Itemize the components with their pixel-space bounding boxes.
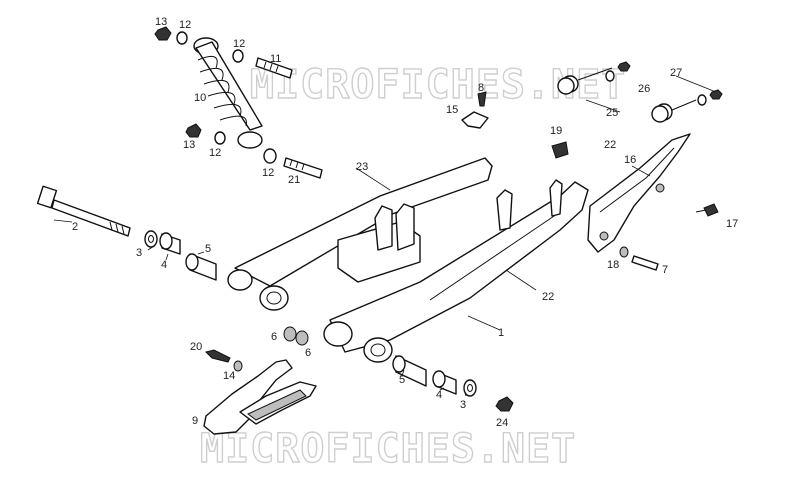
- callout-12a: 12: [179, 19, 191, 31]
- callout-14: 14: [223, 370, 235, 382]
- clip-15: [461, 111, 489, 129]
- callout-4-right: 4: [436, 389, 442, 401]
- watermark-bottom: MICROFICHES.NET: [200, 426, 576, 472]
- callout-15: 15: [446, 104, 458, 116]
- callout-4-left: 4: [161, 259, 167, 271]
- washer-12a: [176, 31, 188, 45]
- callout-16: 16: [624, 154, 636, 166]
- shock-absorber: [193, 37, 263, 149]
- callout-24: 24: [496, 417, 508, 429]
- callout-23: 23: [356, 161, 368, 173]
- chain-guard-16: [587, 133, 691, 253]
- screw-20: [205, 349, 231, 363]
- bolt-11: [255, 57, 293, 79]
- callout-8: 8: [478, 82, 484, 94]
- callout-6a: 6: [271, 331, 277, 343]
- callout-26: 26: [638, 83, 650, 95]
- callout-3-left: 3: [136, 247, 142, 259]
- callout-12d: 12: [262, 167, 274, 179]
- callout-7: 7: [662, 264, 668, 276]
- spacer-25a: [557, 75, 579, 95]
- washer-left: [144, 230, 158, 248]
- washer-12b: [232, 49, 244, 63]
- callout-11: 11: [270, 53, 281, 65]
- callout-13b: 13: [183, 139, 195, 151]
- callout-22b: 22: [542, 291, 554, 303]
- screw-7: [631, 255, 659, 271]
- callout-6b: 6: [305, 347, 311, 359]
- callout-21: 21: [288, 174, 300, 186]
- callout-18: 18: [607, 259, 619, 271]
- bolt-21: [283, 157, 323, 179]
- shock-nut-13b: [185, 123, 202, 138]
- callout-19: 19: [550, 125, 562, 137]
- washer-6b: [295, 330, 309, 346]
- nut-27a: [617, 61, 631, 72]
- callout-12c: 12: [209, 147, 221, 159]
- pivot-bolt: [36, 185, 131, 237]
- callout-20: 20: [190, 341, 202, 353]
- spacer-25b: [651, 103, 673, 123]
- nut-27b: [709, 89, 723, 100]
- callout-12b: 12: [233, 38, 245, 50]
- shock-nut-13a: [154, 26, 172, 41]
- callout-5-right: 5: [399, 374, 405, 386]
- chain-slider-9: [203, 359, 317, 435]
- callout-13a: 13: [155, 16, 167, 28]
- washer-12d: [263, 148, 277, 164]
- callout-25: 25: [606, 107, 618, 119]
- clip-19: [551, 141, 569, 159]
- callout-5-left: 5: [205, 243, 211, 255]
- callout-17: 17: [726, 218, 738, 230]
- callout-labels: 1 2 3 4 5 3 4 5 6 6 7 8 9 10 11 12 12 12…: [72, 16, 738, 429]
- nut-24: [495, 396, 514, 412]
- leader-lines: [53, 75, 717, 397]
- washer-26a: [605, 70, 615, 82]
- swingarm: [227, 157, 589, 363]
- callout-2: 2: [72, 221, 78, 233]
- callout-3-right: 3: [460, 399, 466, 411]
- callout-27: 27: [670, 67, 682, 79]
- callout-10: 10: [194, 92, 206, 104]
- washer-18: [619, 246, 629, 258]
- washer-26b: [697, 94, 707, 106]
- washer-12c: [214, 131, 226, 145]
- screw-8: [477, 91, 487, 107]
- washer-right: [463, 379, 477, 397]
- callout-9: 9: [192, 415, 198, 427]
- callout-1: 1: [498, 327, 504, 339]
- callout-22a: 22: [604, 139, 616, 151]
- washer-14: [233, 360, 243, 372]
- bolt-17: [695, 203, 719, 217]
- washer-6a: [283, 326, 297, 342]
